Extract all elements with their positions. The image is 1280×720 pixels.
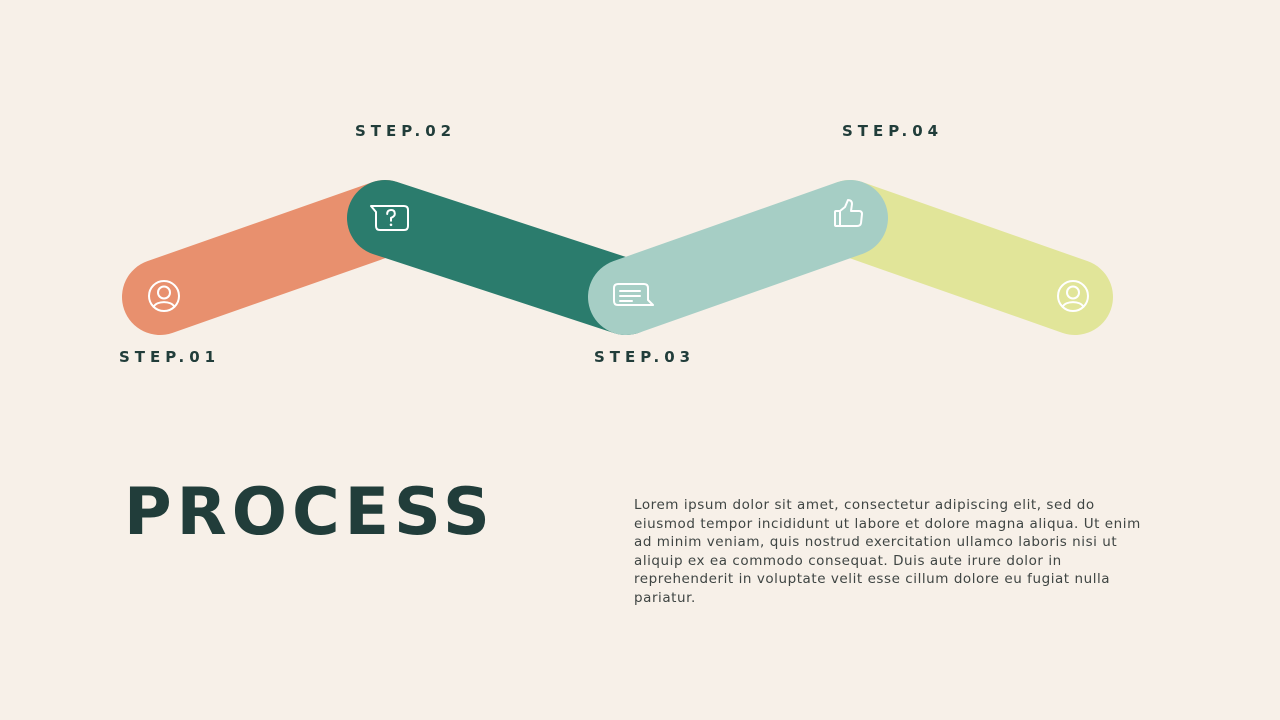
user-circle-icon xyxy=(148,280,180,312)
step2-segment xyxy=(347,180,664,335)
step4-segment xyxy=(812,180,1113,335)
body-paragraph: Lorem ipsum dolor sit amet, consectetur … xyxy=(634,497,1141,606)
step3-segment xyxy=(588,180,888,335)
thumbs-up-icon xyxy=(834,199,863,227)
step-04-label: STEP.04 xyxy=(842,122,944,140)
step-01-label: STEP.01 xyxy=(119,348,221,366)
step-03-label: STEP.03 xyxy=(594,348,696,366)
user-circle-icon xyxy=(1057,280,1089,312)
page-title: PROCESS xyxy=(124,475,495,550)
message-bubble-icon xyxy=(613,283,654,306)
step1-segment xyxy=(122,180,423,335)
step-02-label: STEP.02 xyxy=(355,122,457,140)
question-bubble-icon xyxy=(370,205,409,231)
